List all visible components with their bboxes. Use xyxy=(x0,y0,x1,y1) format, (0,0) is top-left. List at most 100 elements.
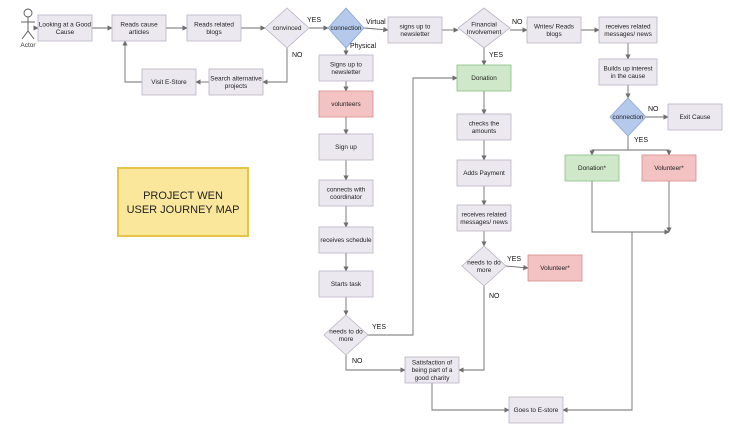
node-label: Builds up interest xyxy=(603,65,652,72)
node-label: convinced xyxy=(273,25,302,32)
node-receives-schedule: receives schedule xyxy=(318,226,374,254)
node-label: checks the xyxy=(469,120,500,127)
edge-arrow xyxy=(562,232,633,413)
edge-label-yes-needs-left: YES xyxy=(372,324,386,331)
node-label: Financial xyxy=(471,21,497,28)
node-label: coordinator xyxy=(330,194,363,201)
node-connection2: connection xyxy=(609,97,647,137)
edge-label-yes-needs-mid: YES xyxy=(507,256,521,263)
actor-label: Actor xyxy=(20,42,36,49)
node-label: Search alternative xyxy=(210,75,262,82)
node-label: Looking at a Good xyxy=(39,21,92,28)
edge-arrow xyxy=(505,264,529,271)
edge-arrow xyxy=(368,75,458,336)
node-label: connection xyxy=(331,25,362,32)
node-label: Involvement xyxy=(467,29,502,36)
node-label: Reads related xyxy=(194,21,234,28)
node-sign-up: Sign up xyxy=(318,133,374,161)
node-label: Writes/ Reads xyxy=(534,23,574,30)
node-label: needs to do xyxy=(467,259,501,266)
node-label: good charity xyxy=(415,375,451,382)
edge-label-physical: Physical xyxy=(350,43,377,50)
node-label: more xyxy=(477,267,492,274)
node-label: articles xyxy=(129,29,149,36)
node-convinced: convinced xyxy=(264,7,310,49)
node-volunteers: volunteers xyxy=(318,90,374,118)
node-label: Goes to E-store xyxy=(514,407,559,414)
node-label: being part of a xyxy=(412,367,453,374)
node-label: Visit E-Store xyxy=(151,79,187,86)
node-label: receives schedule xyxy=(320,237,372,244)
node-label: blogs xyxy=(546,31,561,38)
node-label: in the cause xyxy=(611,73,646,80)
node-label: newsletter xyxy=(331,69,361,76)
edge-arrow xyxy=(591,181,670,235)
edge-arrow xyxy=(458,286,485,373)
node-volunteer-mid: Volunteer* xyxy=(527,254,583,282)
edge-arrow xyxy=(345,355,406,373)
node-label: Exit Cause xyxy=(680,114,711,121)
node-label: newsletter xyxy=(400,31,430,38)
node-visit-estore: Visit E-Store xyxy=(141,68,197,96)
title-line-1: PROJECT WEN xyxy=(143,190,223,202)
node-label: Cause xyxy=(56,29,75,36)
edge-label-virtual: Virtual xyxy=(366,19,386,26)
node-exit-cause: Exit Cause xyxy=(667,103,723,131)
node-label: receives related xyxy=(461,211,507,218)
edge-label-yes-financial: YES xyxy=(489,52,503,59)
node-label: more xyxy=(339,336,354,343)
node-label: blogs xyxy=(206,29,221,36)
node-label: Signs up to xyxy=(330,61,362,68)
edge-label-no-connection2: NO xyxy=(648,106,659,113)
node-label: Volunteer* xyxy=(654,165,684,172)
node-label: messages/ news xyxy=(604,31,652,38)
edge-label-no-convinced: NO xyxy=(292,52,303,59)
edge-label-yes-connection2: YES xyxy=(634,137,648,144)
node-label: projects xyxy=(225,83,247,90)
edge-arrow xyxy=(431,383,510,413)
node-label: Sign up xyxy=(335,144,357,151)
node-label: messages/ news xyxy=(460,219,508,226)
edge-arrow xyxy=(262,48,288,85)
node-label: Volunteer* xyxy=(540,265,570,272)
edge-label-no-needs-mid: NO xyxy=(489,293,500,300)
edges-layer xyxy=(33,25,672,413)
edge-label-no-needs-left: NO xyxy=(352,358,363,365)
edge-label-no-financial: NO xyxy=(512,19,523,26)
node-label: connects with xyxy=(327,186,366,193)
node-connection1: connection xyxy=(327,7,365,49)
node-label: amounts xyxy=(472,128,497,135)
node-label: Reads cause xyxy=(120,21,158,28)
node-label: needs to do xyxy=(329,328,363,335)
node-label: Adds Payment xyxy=(463,170,505,177)
edge-label-yes-convinced: YES xyxy=(307,17,321,24)
node-starts-task: Starts task xyxy=(318,270,374,298)
node-label: Donation xyxy=(471,75,497,82)
edge-arrow xyxy=(628,149,672,156)
node-goes-estore: Goes to E-store xyxy=(508,396,564,424)
title-line-2: USER JOURNEY MAP xyxy=(127,204,240,216)
node-label: Starts task xyxy=(331,281,362,288)
node-label: Donation* xyxy=(578,165,607,172)
node-label: receives related xyxy=(605,23,651,30)
node-label: Satisfaction of xyxy=(412,360,452,367)
edge-arrow xyxy=(122,40,142,83)
